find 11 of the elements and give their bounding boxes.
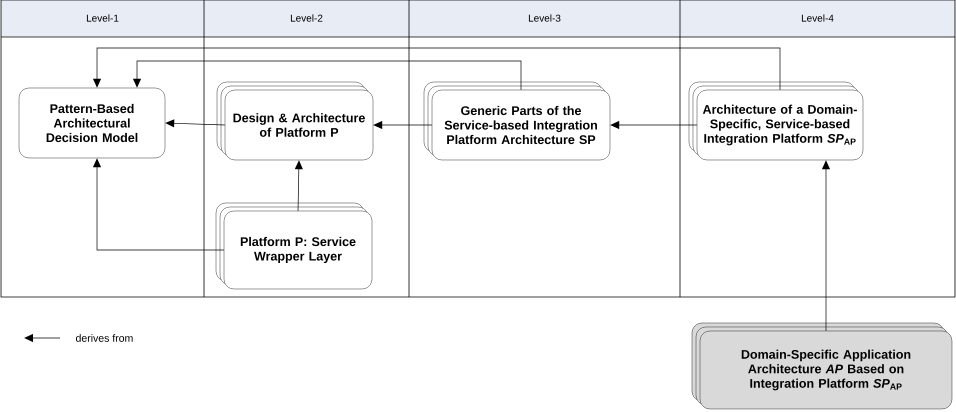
process-box: Design & Architecture of Platform P bbox=[224, 90, 374, 160]
column-header: Level-4 bbox=[802, 14, 834, 22]
process-box: Domain-Specific Application Architecture AP Based on Integration Platform SP$_{AP}$ bbox=[700, 330, 952, 410]
process-box: Platform P: Service Wrapper Layer bbox=[224, 210, 372, 290]
column-header: Level-2 bbox=[290, 14, 322, 22]
process-box: Architecture of a Domain-Specific, Service-based Integration Platform SP$_{AP}$ bbox=[696, 90, 864, 160]
process-box: Generic Parts of the Service-based Integration Platform Architecture SP bbox=[432, 90, 610, 160]
legend-text: derives from bbox=[76, 334, 133, 342]
process-box: Pattern-Based Architectural Decision Model bbox=[18, 88, 166, 158]
column-header: Level-3 bbox=[528, 14, 560, 22]
column-header: Level-1 bbox=[86, 14, 118, 22]
